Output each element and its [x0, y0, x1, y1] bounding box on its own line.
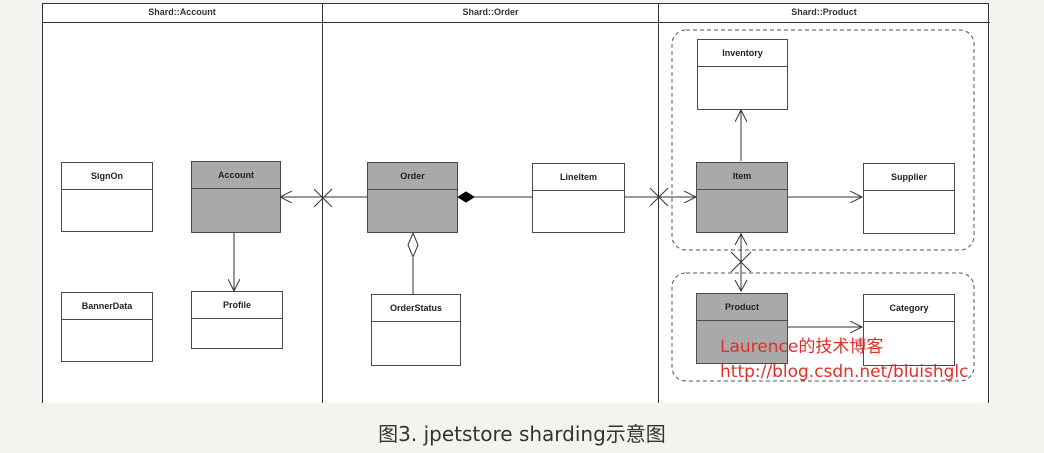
shard-cut-x3b	[730, 251, 752, 273]
class-name: BannerData	[62, 293, 152, 320]
class-name: Category	[864, 295, 954, 322]
class-supplier: Supplier	[863, 163, 955, 234]
group-product-category	[671, 272, 975, 382]
shard-header-order: Shard::Order	[462, 7, 519, 17]
composition-diamond	[457, 191, 475, 203]
shard-header-product: Shard::Product	[791, 7, 857, 17]
class-bannerdata: BannerData	[61, 292, 153, 362]
class-product: Product	[696, 293, 788, 364]
class-name: Profile	[192, 292, 282, 319]
class-name: Item	[697, 163, 787, 190]
figure-caption: 图3. jpetstore sharding示意图	[378, 422, 666, 446]
diagram-lines	[42, 3, 990, 403]
arrowhead-down	[734, 279, 748, 293]
class-signon: SignOn	[61, 162, 153, 232]
class-profile: Profile	[191, 291, 283, 349]
class-name: Supplier	[864, 164, 954, 191]
aggregation-diamond	[407, 231, 419, 259]
class-orderstatus: OrderStatus	[371, 294, 461, 366]
class-lineitem: LineItem	[532, 163, 625, 233]
class-category: Category	[863, 294, 955, 366]
class-name: OrderStatus	[372, 295, 460, 322]
class-name: LineItem	[533, 164, 624, 191]
class-inventory: Inventory	[697, 39, 788, 110]
watermark-url: http://blog.csdn.net/bluishglc	[720, 362, 969, 382]
class-name: Account	[192, 162, 280, 189]
shard-header-account: Shard::Account	[148, 7, 216, 17]
arrowhead-up	[734, 232, 748, 246]
class-account: Account	[191, 161, 281, 233]
watermark-author: Laurence的技术博客	[720, 337, 884, 357]
diagram-frame	[42, 3, 989, 403]
class-name: Product	[697, 294, 787, 321]
uml-diagram: Shard::Account Shard::Order Shard::Produ…	[42, 3, 990, 403]
class-name: Inventory	[698, 40, 787, 67]
class-order: Order	[367, 162, 458, 233]
shard-cut-x2b	[649, 187, 669, 207]
shard-cut-x1b	[313, 188, 333, 208]
class-name: Order	[368, 163, 457, 190]
class-name: SignOn	[62, 163, 152, 190]
class-item: Item	[696, 162, 788, 233]
group-item-inventory-supplier	[671, 29, 975, 251]
